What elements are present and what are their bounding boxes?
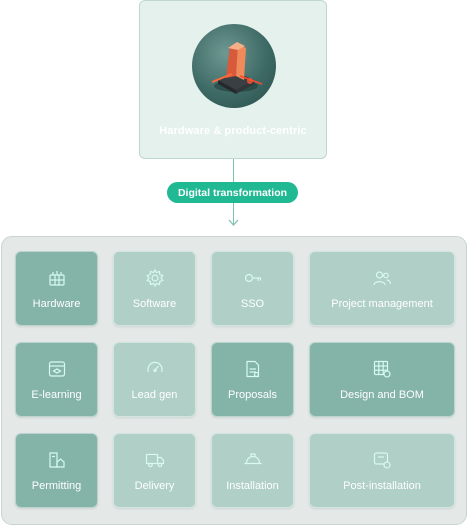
tile-permitting: Permitting: [15, 433, 98, 508]
tile-label: SSO: [240, 298, 265, 310]
tile-software: Software: [113, 251, 196, 326]
browser-icon: [48, 361, 65, 377]
tile-label: Permitting: [31, 480, 82, 492]
digital-transformation-badge: Digital transformation: [167, 182, 298, 203]
permit-icon: [48, 452, 65, 468]
tile-label: E-learning: [31, 389, 82, 401]
gear-icon: [145, 268, 164, 288]
tile-project-management: Project management: [309, 251, 455, 326]
tile-label: Delivery: [134, 480, 175, 492]
tile-post-installation: Post-installation: [309, 433, 455, 508]
capabilities-panel: Hardware Software SSO Proj: [1, 236, 467, 525]
support-icon: [373, 452, 391, 469]
tile-lead-gen: Lead gen: [113, 342, 196, 417]
tile-installation: Installation: [211, 433, 294, 508]
key-icon: [244, 273, 261, 283]
document-icon: [245, 360, 259, 378]
tile-label: Hardware: [32, 298, 81, 310]
tile-proposals: Proposals: [211, 342, 294, 417]
grid-icon: [373, 360, 391, 378]
tile-sso: SSO: [211, 251, 294, 326]
users-icon: [373, 271, 392, 286]
arrow-down-icon: [228, 219, 239, 226]
tile-design-and-bom: Design and BOM: [309, 342, 455, 417]
top-card-label: Hardware & product-centric: [159, 125, 307, 137]
tile-e-learning: E-learning: [15, 342, 98, 417]
truck-icon: [145, 453, 164, 468]
tile-label: Post-installation: [343, 480, 421, 492]
tile-label: Lead gen: [131, 389, 178, 401]
tile-delivery: Delivery: [113, 433, 196, 508]
tile-label: Software: [132, 298, 177, 310]
hardware-product-card: Hardware & product-centric: [139, 0, 327, 159]
tile-hardware: Hardware: [15, 251, 98, 326]
hardware-product-image: [192, 24, 276, 108]
tile-label: Project management: [331, 298, 433, 310]
tile-label: Proposals: [228, 389, 277, 401]
tile-label: Design and BOM: [340, 389, 424, 401]
hardware-icon: [48, 271, 65, 286]
hard-hat-icon: [244, 453, 261, 465]
tile-label: Installation: [226, 480, 279, 492]
gauge-icon: [146, 361, 163, 373]
